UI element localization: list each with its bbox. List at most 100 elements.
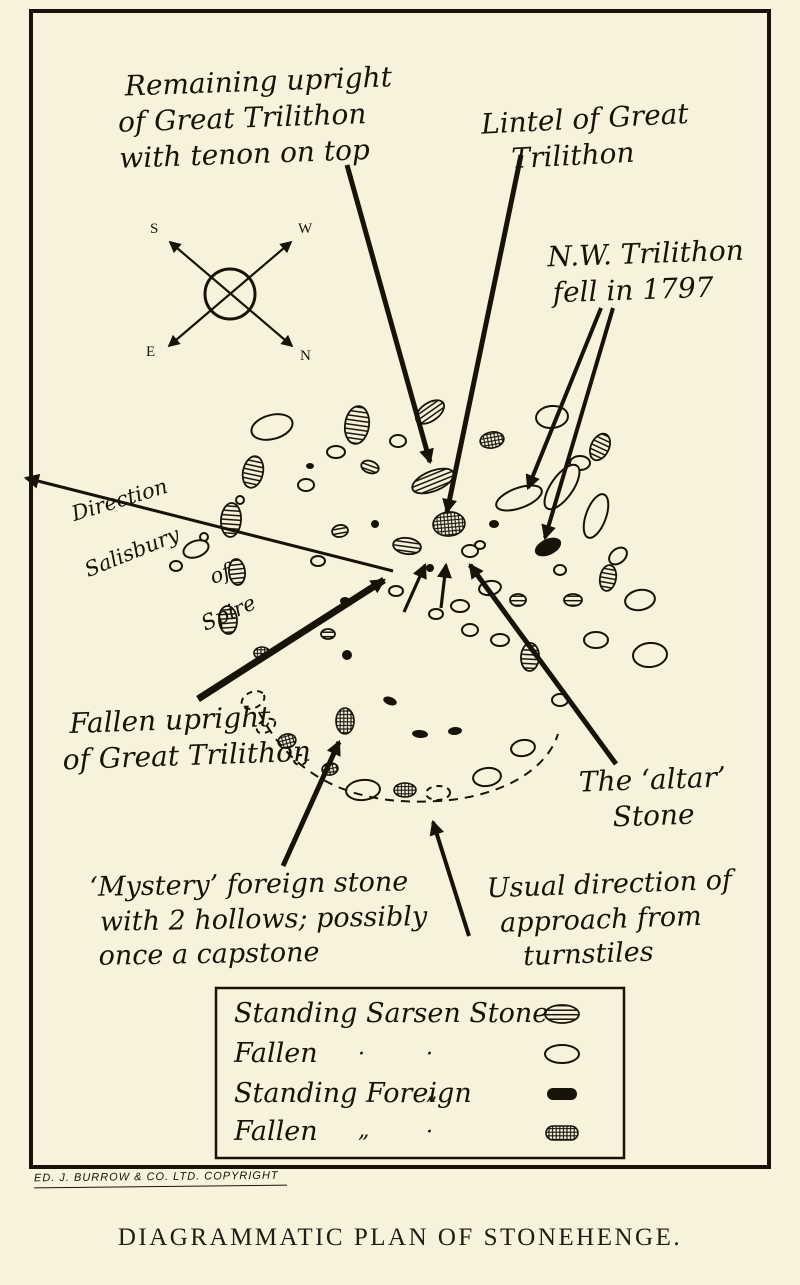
legend-icon-fallen-foreign — [545, 1125, 579, 1141]
stone — [306, 463, 314, 469]
arrow-center-small-2 — [437, 562, 452, 609]
legend-icon-fallen-sarsen — [544, 1044, 580, 1064]
compass-letter-n: N — [300, 348, 311, 364]
label-fallen-upright: Fallen upright of Great Trilithon — [61, 698, 312, 778]
stone — [589, 432, 611, 462]
stone — [326, 445, 346, 459]
stone-nw-trilithon-slab — [582, 493, 610, 539]
stone — [343, 405, 371, 445]
label-line: ‘Mystery’ foreign stone — [89, 866, 409, 903]
stone — [583, 631, 609, 649]
stone — [632, 641, 668, 669]
legend-ditto: „ — [426, 1080, 438, 1105]
stone — [426, 564, 434, 572]
stone — [182, 539, 210, 559]
arrow-nw-trilithon-2 — [541, 307, 615, 541]
label-line: with 2 hollows; possibly — [99, 900, 428, 938]
stone — [342, 650, 352, 660]
stone — [448, 726, 462, 736]
stone — [389, 434, 407, 448]
legend-box — [214, 986, 626, 1160]
label-nw-trilithon: N.W. Trilithon fell in 1797 — [547, 233, 746, 311]
legend-row-label: Fallen — [234, 1038, 318, 1069]
arrow-salisbury-direction — [23, 473, 394, 573]
label-line: The ‘altar’ — [578, 760, 727, 799]
stone — [240, 690, 266, 710]
compass-letter-s: S — [150, 221, 159, 237]
stone — [479, 431, 505, 449]
stone-mystery-foreign — [335, 707, 355, 735]
stone — [450, 599, 470, 613]
stone-altar — [534, 537, 562, 557]
page-title: DIAGRAMMATIC PLAN OF STONEHENGE. — [117, 1224, 683, 1251]
label-line: once a capstone — [98, 937, 320, 972]
arrow-altar-stone — [467, 563, 619, 766]
stone — [474, 540, 486, 550]
label-mystery-stone: ‘Mystery’ foreign stone with 2 hollows; … — [89, 865, 428, 975]
stone — [392, 536, 422, 556]
label-line: turnstiles — [522, 936, 655, 973]
stone — [624, 588, 656, 612]
compass-letter-w: W — [298, 221, 313, 237]
legend-ditto: · — [358, 1042, 365, 1067]
stone — [510, 738, 536, 758]
stone — [297, 478, 315, 492]
stone — [608, 546, 628, 566]
stone — [598, 564, 618, 592]
label-line: Stone — [612, 797, 696, 834]
arrow-lintel — [442, 154, 524, 515]
legend-icon-standing-sarsen — [544, 1004, 580, 1024]
stone — [218, 605, 238, 635]
stone — [428, 608, 444, 620]
label-approach: Usual direction of approach from turnsti… — [486, 864, 735, 976]
stone — [461, 623, 479, 637]
compass-circle — [203, 267, 257, 321]
stone — [383, 696, 397, 706]
stone — [388, 585, 404, 597]
stone — [553, 564, 567, 576]
stone — [393, 782, 417, 798]
arrow-nw-trilithon-1 — [525, 307, 603, 491]
label-lintel: Lintel of Great Trilithon — [480, 97, 689, 178]
legend-row-label: Standing Foreign — [234, 1078, 472, 1109]
stone — [331, 524, 349, 538]
stone — [345, 778, 381, 802]
arrow-remaining-upright — [344, 164, 434, 465]
label-line: N.W. Trilithon — [546, 233, 745, 274]
stone — [241, 455, 265, 489]
compass-axis-wn-es — [167, 240, 293, 348]
stone — [490, 633, 510, 647]
legend-ditto: „ — [358, 1118, 370, 1143]
stones-fallen-sarsen — [169, 404, 668, 802]
stone — [228, 558, 246, 586]
legend-icon-standing-foreign — [547, 1088, 577, 1100]
stone-nw-trilithon-slab — [495, 484, 543, 512]
stone — [461, 544, 479, 558]
legend-row-label: Standing Sarsen Stone — [234, 998, 549, 1029]
stone — [360, 459, 380, 475]
copyright-text: ED. J. BURROW & CO. LTD. COPYRIGHT — [33, 1169, 287, 1189]
stone — [489, 520, 499, 528]
legend-graphics — [214, 986, 626, 1160]
arrow-approach — [429, 819, 471, 937]
stones-standing-foreign — [306, 463, 562, 739]
compass-letter-e: E — [146, 344, 156, 360]
arrow-center-small-1 — [402, 562, 427, 613]
stone — [310, 555, 326, 567]
stone — [235, 495, 245, 505]
stone — [563, 593, 583, 607]
legend-row-label: Fallen — [234, 1116, 318, 1147]
stone — [169, 560, 183, 572]
label-remaining-upright: Remaining upright of Great Trilithon wit… — [116, 59, 395, 176]
stone — [425, 784, 451, 802]
compass-rose — [167, 240, 294, 348]
legend-ditto: · — [426, 1042, 433, 1067]
pointer-arrows — [23, 154, 619, 937]
stone — [293, 754, 307, 766]
arrow-fallen-upright — [196, 577, 386, 702]
stone — [472, 766, 502, 788]
stone — [412, 729, 428, 739]
frame-border — [29, 9, 771, 1169]
